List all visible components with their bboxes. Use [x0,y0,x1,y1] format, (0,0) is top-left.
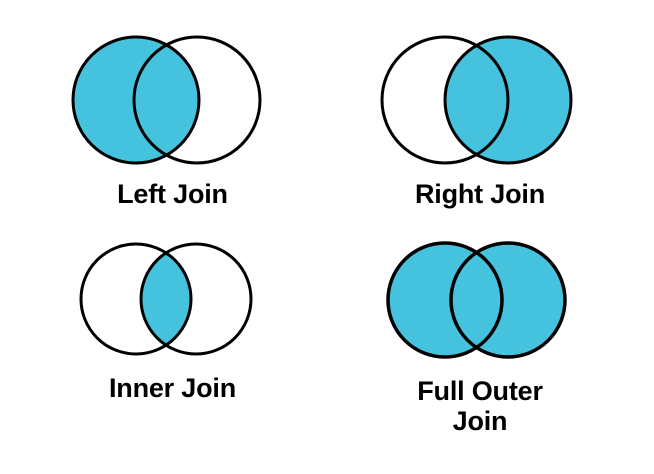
left-set-outline [71,35,200,165]
right-set-outline [139,242,252,356]
inner-join-label: Inner Join [108,373,236,403]
inner-join-venn-graphic [79,242,252,356]
right-set-outline [132,35,261,165]
intersection-group [140,244,191,354]
intersection-group [133,37,199,163]
intersection-group [445,37,508,163]
right-set-fill [451,243,565,357]
intersection-fill [140,244,191,354]
right-set-outline [449,241,567,359]
intersection-fill [445,37,508,163]
left-set-outline [386,241,504,359]
right-join-label: Right Join [415,179,545,209]
left-set-outline [380,35,510,165]
left-join-label: Left Join [117,179,228,209]
full-outer-join-venn-graphic [386,241,567,359]
join-diagram-right-join: Right Join [325,30,635,209]
right-set-outline [443,35,573,165]
full-outer-join-label: Full Outer Join [417,376,543,437]
intersection-fill [133,37,199,163]
join-diagram-inner-join: Inner Join [20,238,325,403]
left-join-venn-graphic [71,35,261,165]
join-diagram-full-outer-join: Full Outer Join [325,238,635,436]
right-join-venn-graphic [380,35,573,165]
left-set-outline [79,242,192,356]
join-diagram-left-join: Left Join [20,30,325,209]
